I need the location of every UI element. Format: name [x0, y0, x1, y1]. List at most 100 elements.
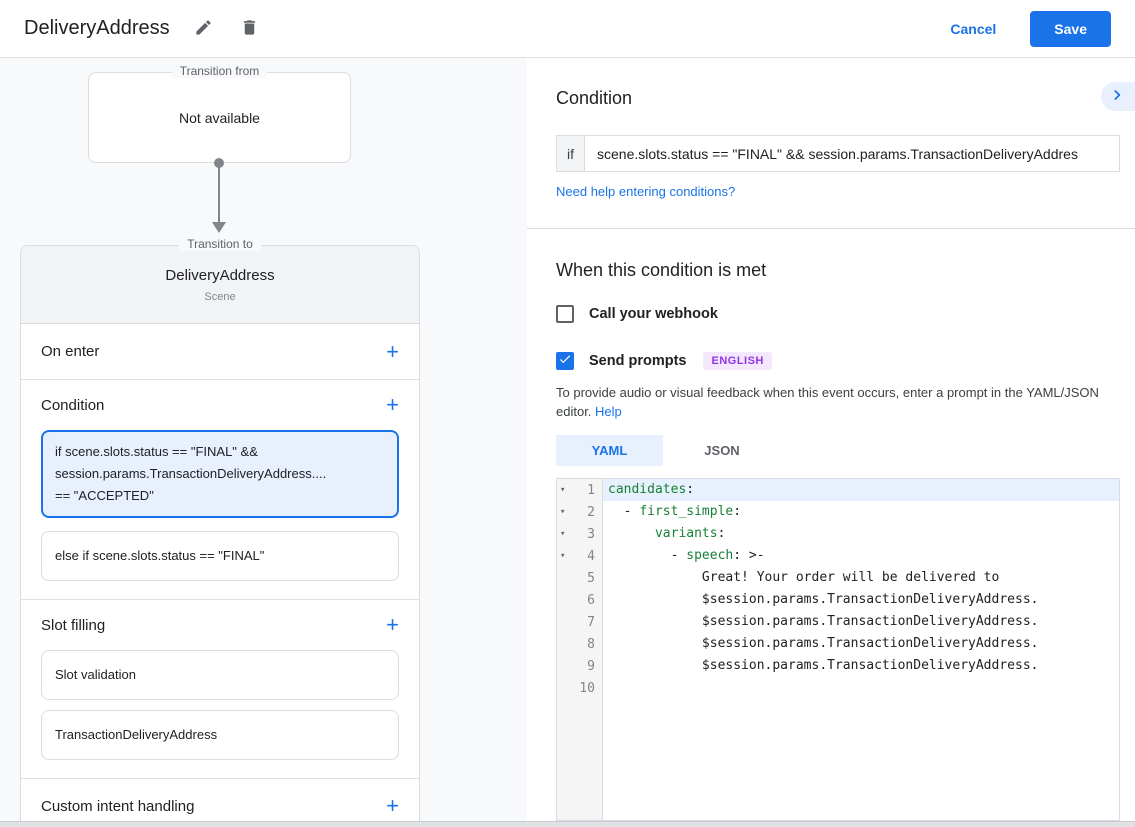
code-line[interactable]: - speech: >-: [603, 545, 1119, 567]
line-number: 6: [572, 593, 602, 608]
scene-type-label: Scene: [21, 291, 419, 303]
slot-filling-section: Slot filling + Slot validationTransactio…: [21, 599, 419, 778]
fold-toggle-icon[interactable]: ▾: [557, 507, 572, 517]
fold-toggle-icon[interactable]: ▾: [557, 529, 572, 539]
code-line[interactable]: candidates:: [603, 479, 1119, 501]
prompt-help-link[interactable]: Help: [595, 404, 622, 419]
checkmark-icon: [558, 352, 572, 371]
condition-chip[interactable]: if scene.slots.status == "FINAL" && sess…: [41, 430, 399, 518]
code-line[interactable]: variants:: [603, 523, 1119, 545]
code-text-token: -: [608, 504, 639, 519]
delete-scene-button[interactable]: [238, 17, 262, 41]
panel-title: Condition: [556, 58, 1135, 109]
call-webhook-label: Call your webhook: [589, 306, 718, 322]
cancel-button[interactable]: Cancel: [950, 21, 996, 37]
condition-chip-list: if scene.slots.status == "FINAL" && sess…: [21, 430, 419, 581]
yaml-key-token: speech: [686, 548, 733, 563]
on-enter-row[interactable]: On enter +: [21, 324, 419, 379]
line-number: 3: [572, 527, 602, 542]
scene-name: DeliveryAddress: [21, 267, 419, 284]
when-condition-title: When this condition is met: [556, 260, 1135, 281]
send-prompts-label: Send prompts: [589, 353, 686, 369]
scene-diagram-canvas: Transition from Not available Transition…: [0, 58, 527, 827]
transition-edge-line: [218, 163, 220, 223]
line-number: 5: [572, 571, 602, 586]
save-button[interactable]: Save: [1030, 11, 1111, 47]
custom-intent-label: Custom intent handling: [41, 798, 194, 815]
code-line[interactable]: $session.params.TransactionDeliveryAddre…: [603, 611, 1119, 633]
code-line[interactable]: Great! Your order will be delivered to: [603, 567, 1119, 589]
line-number: 7: [572, 615, 602, 630]
code-line[interactable]: - first_simple:: [603, 501, 1119, 523]
slot-filling-section-head: Slot filling +: [21, 600, 419, 650]
condition-expression-input[interactable]: [585, 135, 1120, 172]
code-text-token: :: [718, 526, 726, 541]
add-condition-button[interactable]: +: [386, 395, 399, 415]
fold-toggle-icon[interactable]: ▾: [557, 551, 572, 561]
page-title: DeliveryAddress: [24, 17, 170, 40]
line-number: 1: [572, 483, 602, 498]
code-line[interactable]: $session.params.TransactionDeliveryAddre…: [603, 655, 1119, 677]
transition-from-value: Not available: [89, 73, 350, 162]
yaml-code-editor[interactable]: ▾1▾2▾3▾45678910 candidates: - first_simp…: [556, 478, 1120, 821]
chevron-right-icon: [1109, 87, 1125, 106]
yaml-key-token: first_simple: [639, 504, 733, 519]
code-line[interactable]: $session.params.TransactionDeliveryAddre…: [603, 589, 1119, 611]
add-slot-button[interactable]: +: [386, 615, 399, 635]
code-line[interactable]: [603, 677, 1119, 699]
trash-icon: [240, 18, 259, 40]
code-text-token: [608, 526, 655, 541]
section-divider: [527, 228, 1135, 229]
code-text-token: $session.params.TransactionDeliveryAddre…: [608, 592, 1038, 607]
code-text-token: : >-: [733, 548, 764, 563]
condition-input-row: if: [556, 135, 1120, 172]
tab-json[interactable]: JSON: [663, 435, 781, 466]
send-prompts-row: Send prompts ENGLISH: [556, 352, 1135, 370]
condition-section: Condition + if scene.slots.status == "FI…: [21, 379, 419, 599]
condition-chip[interactable]: else if scene.slots.status == "FINAL": [41, 531, 399, 581]
code-line[interactable]: $session.params.TransactionDeliveryAddre…: [603, 633, 1119, 655]
line-number: 9: [572, 659, 602, 674]
call-webhook-checkbox[interactable]: [556, 305, 574, 323]
bottom-scrollbar-track[interactable]: [0, 821, 1135, 827]
prompt-description-text: To provide audio or visual feedback when…: [556, 385, 1099, 419]
edit-title-button[interactable]: [192, 17, 216, 41]
slot-chip[interactable]: Slot validation: [41, 650, 399, 700]
transition-from-box: Transition from Not available: [88, 72, 351, 163]
slot-filling-label: Slot filling: [41, 617, 105, 634]
condition-help-link[interactable]: Need help entering conditions?: [556, 184, 735, 199]
editor-code-area[interactable]: candidates: - first_simple: variants: - …: [603, 479, 1119, 820]
line-number: 4: [572, 549, 602, 564]
transition-arrowhead-icon: [212, 222, 226, 233]
scene-card-header[interactable]: DeliveryAddress Scene: [21, 246, 419, 324]
yaml-key-token: variants: [655, 526, 718, 541]
code-text-token: Great! Your order will be delivered to: [608, 570, 999, 585]
slot-chip-list: Slot validationTransactionDeliveryAddres…: [21, 650, 419, 760]
add-on-enter-button[interactable]: +: [386, 342, 399, 362]
yaml-key-token: candidates: [608, 482, 686, 497]
add-custom-intent-button[interactable]: +: [386, 796, 399, 816]
editor-gutter: ▾1▾2▾3▾45678910: [557, 479, 603, 820]
top-bar: DeliveryAddress Cancel Save: [0, 0, 1135, 58]
webhook-row: Call your webhook: [556, 305, 1135, 323]
code-text-token: :: [686, 482, 694, 497]
condition-section-head: Condition +: [21, 380, 419, 430]
on-enter-label: On enter: [41, 343, 99, 360]
editor-tabs: YAML JSON: [556, 435, 1135, 466]
slot-chip[interactable]: TransactionDeliveryAddress: [41, 710, 399, 760]
tab-yaml[interactable]: YAML: [556, 435, 663, 466]
code-text-token: :: [733, 504, 741, 519]
fold-toggle-icon[interactable]: ▾: [557, 485, 572, 495]
condition-section-label: Condition: [41, 397, 104, 414]
pencil-icon: [194, 18, 213, 40]
prompt-description: To provide audio or visual feedback when…: [556, 383, 1122, 421]
condition-editor-panel: Condition if Need help entering conditio…: [527, 58, 1135, 827]
line-number: 8: [572, 637, 602, 652]
code-text-token: $session.params.TransactionDeliveryAddre…: [608, 658, 1038, 673]
collapse-panel-button[interactable]: [1101, 82, 1135, 111]
if-prefix-label: if: [556, 135, 585, 172]
custom-intent-row[interactable]: Custom intent handling +: [21, 778, 419, 827]
send-prompts-checkbox[interactable]: [556, 352, 574, 370]
main-area: Transition from Not available Transition…: [0, 58, 1135, 827]
language-badge: ENGLISH: [703, 352, 771, 370]
